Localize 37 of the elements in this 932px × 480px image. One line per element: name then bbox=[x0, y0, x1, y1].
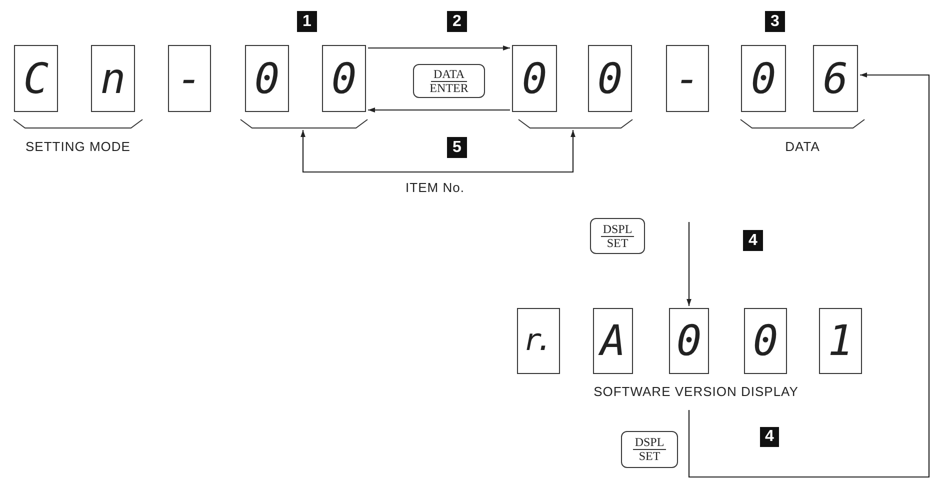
bracket bbox=[240, 119, 368, 129]
key-button: DSPL SET bbox=[590, 218, 645, 254]
arrow bbox=[688, 72, 930, 478]
digit-display: 0 bbox=[512, 45, 557, 112]
arrow bbox=[368, 108, 510, 112]
digit-display: 0 bbox=[744, 308, 787, 374]
bracket bbox=[740, 119, 865, 129]
callout-number: 5 bbox=[447, 137, 467, 158]
bracket bbox=[518, 119, 633, 129]
callout-number: 1 bbox=[297, 11, 317, 32]
group-label: DATA bbox=[784, 139, 821, 156]
callout-number: 3 bbox=[765, 11, 785, 32]
callout-number: 4 bbox=[760, 427, 779, 447]
arrow bbox=[686, 222, 692, 306]
digit-display: 0 bbox=[669, 308, 709, 374]
callout-number: 2 bbox=[447, 11, 467, 32]
edge-label: ITEM No. bbox=[404, 180, 466, 197]
digit-display: r. bbox=[517, 308, 560, 374]
digit-display: A bbox=[593, 308, 633, 374]
digit-display: 0 bbox=[588, 45, 632, 112]
arrow bbox=[300, 130, 576, 173]
digit-display: 6 bbox=[813, 45, 858, 112]
key-button: DATA ENTER bbox=[413, 64, 485, 98]
group-label: SETTING MODE bbox=[24, 139, 132, 156]
digit-display: 0 bbox=[245, 45, 289, 112]
callout-number: 4 bbox=[743, 230, 763, 251]
display-caption: SOFTWARE VERSION DISPLAY bbox=[592, 384, 800, 401]
digit-display: - bbox=[666, 45, 709, 112]
digit-display: 0 bbox=[741, 45, 786, 112]
digit-display: C bbox=[14, 45, 58, 112]
digit-display: 1 bbox=[819, 308, 862, 374]
digit-display: - bbox=[168, 45, 211, 112]
digit-display: 0 bbox=[322, 45, 366, 112]
arrow bbox=[368, 46, 510, 50]
digit-display: n bbox=[91, 45, 135, 112]
bracket bbox=[13, 119, 143, 129]
key-button: DSPL SET bbox=[621, 431, 678, 468]
